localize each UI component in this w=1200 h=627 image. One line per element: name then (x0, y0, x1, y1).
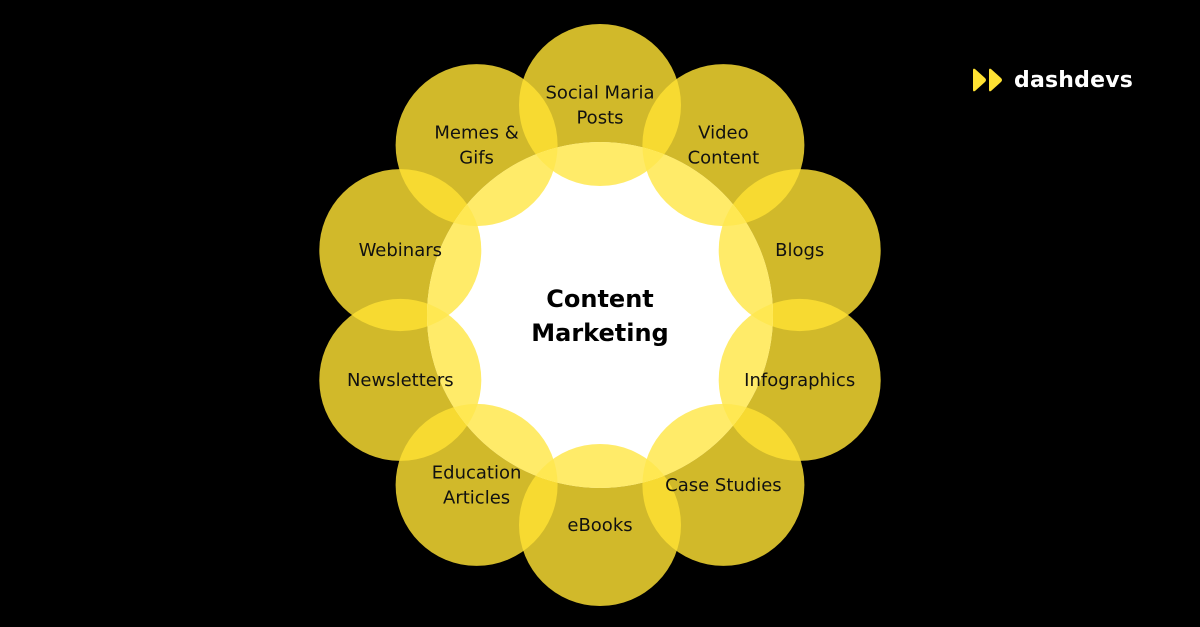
petal-label-ebooks-line-1: eBooks (567, 515, 632, 536)
petal-label-social-media-posts-line-1: Social Maria (545, 83, 654, 104)
petal-label-infographics-line-1: Infographics (744, 370, 855, 391)
double-play-arrows-icon (973, 68, 1002, 92)
petal-label-video-content-line-2: Content (688, 148, 760, 169)
center-title-line-2: Marketing (531, 319, 668, 347)
petal-label-memes-gifs-line-2: Gifs (459, 148, 494, 169)
petal-label-memes-gifs-line-1: Memes & (434, 123, 518, 144)
petal-ebooks (519, 444, 681, 606)
center-title-line-1: Content (546, 285, 654, 313)
petal-label-video-content-line-1: Video (698, 123, 748, 144)
brand-name: dashdevs (1014, 67, 1134, 93)
brand-logo: dashdevs (970, 66, 1133, 94)
petal-labels: Social MariaPostsVideoContentBlogsInfogr… (347, 83, 855, 537)
petal-label-education-articles-line-2: Articles (443, 487, 510, 508)
petal-social-media-posts (519, 24, 681, 186)
petal-label-newsletters-line-1: Newsletters (347, 370, 454, 391)
petal-label-education-articles-line-1: Education (432, 462, 522, 483)
petal-label-blogs-line-1: Blogs (775, 240, 824, 261)
petal-label-case-studies-line-1: Case Studies (665, 475, 782, 496)
petal-label-social-media-posts-line-2: Posts (576, 108, 623, 129)
petal-label-webinars-line-1: Webinars (359, 240, 442, 261)
center-circle (427, 142, 773, 488)
